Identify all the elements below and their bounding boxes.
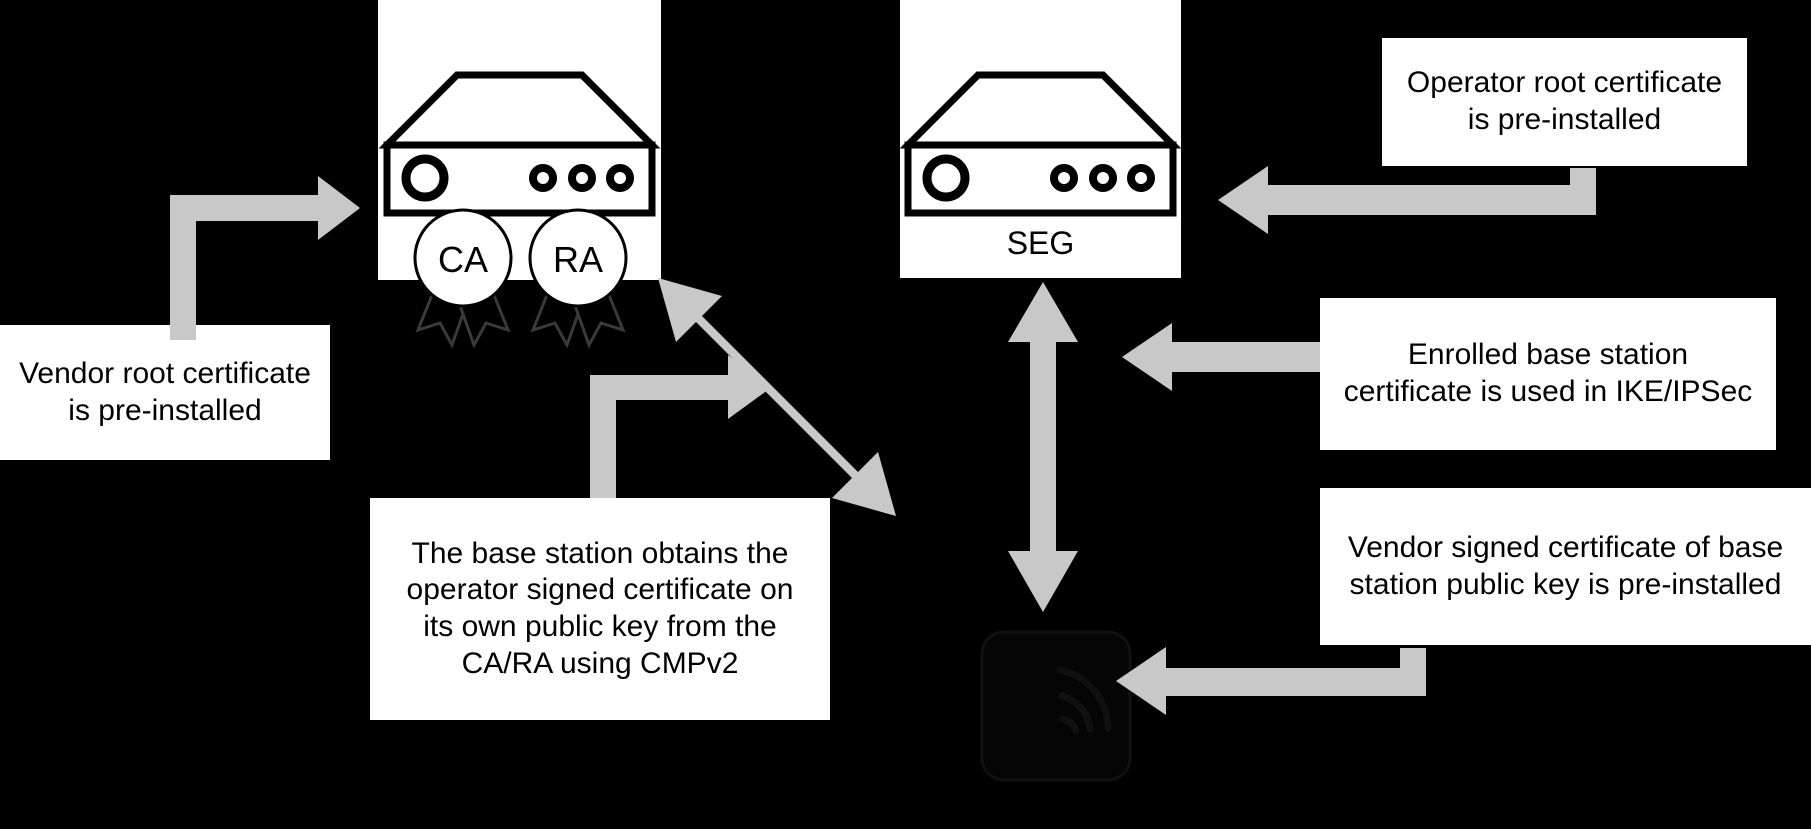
connector-seg-to-access-point bbox=[1008, 282, 1078, 612]
callout-line: is pre-installed bbox=[1467, 103, 1662, 136]
callout-line: its own public key from the bbox=[423, 610, 777, 643]
access-point-wireless-icon bbox=[980, 630, 1132, 782]
connector-vendor-signed-to-access-point bbox=[1116, 647, 1426, 715]
callout-line: operator signed certificate on bbox=[406, 573, 794, 607]
connector-operator-root-to-seg bbox=[1218, 166, 1596, 234]
ca-badge-label: CA bbox=[438, 239, 488, 280]
callout-vendor-root-cert: Vendor root certificate is pre-installed bbox=[0, 325, 330, 460]
callout-line: Vendor signed certificate of base bbox=[1347, 530, 1784, 564]
callout-line: is pre-installed bbox=[68, 393, 262, 427]
ra-badge-label: RA bbox=[553, 239, 603, 280]
callout-line: Operator root certificate bbox=[1406, 66, 1723, 100]
callout-line: Enrolled base station bbox=[1407, 338, 1689, 372]
ra-badge-icon: RA bbox=[528, 208, 628, 349]
connector-vendor-root-to-base-station bbox=[170, 176, 360, 340]
callout-vendor-signed-cert: Vendor signed certificate of base statio… bbox=[1320, 488, 1811, 645]
callout-enrolled-base-station-cert: Enrolled base station certificate is use… bbox=[1320, 298, 1776, 450]
callout-line: station public key is pre-installed bbox=[1349, 567, 1782, 601]
connector-enrolled-cert-to-seg bbox=[1122, 323, 1320, 391]
connector-base-station-to-seg bbox=[658, 278, 896, 516]
seg-device-icon bbox=[899, 71, 1182, 217]
callout-line: The base station obtains the bbox=[411, 536, 789, 570]
seg-label: SEG bbox=[1006, 225, 1075, 261]
callout-line: CA/RA using CMPv2 bbox=[461, 646, 739, 680]
callout-operator-root-cert: Operator root certificate is pre-install… bbox=[1382, 38, 1747, 166]
callout-line: Vendor root certificate bbox=[19, 356, 311, 390]
callout-line: certificate is used in IKE/IPSec bbox=[1343, 375, 1753, 408]
callout-base-station-obtains: The base station obtains the operator si… bbox=[370, 498, 830, 720]
base-station-device-icon bbox=[378, 71, 661, 217]
connector-cmpv2-note-to-link bbox=[590, 355, 772, 498]
ca-badge-icon: CA bbox=[413, 208, 513, 349]
